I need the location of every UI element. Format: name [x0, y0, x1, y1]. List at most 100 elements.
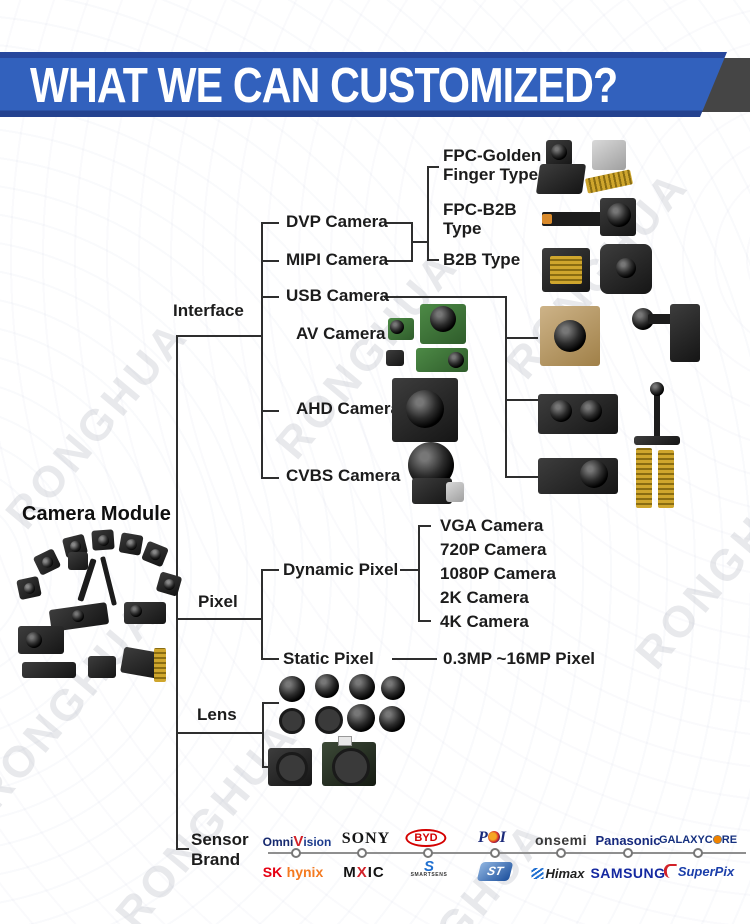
- base-shape: [634, 436, 680, 445]
- interface-item-dvp: DVP Camera: [286, 212, 388, 231]
- watermark-text: RONGHUA: [356, 811, 558, 924]
- pin-grid-shape: [550, 256, 582, 284]
- interface-item-av: AV Camera: [296, 324, 386, 343]
- tree-line: [418, 620, 431, 622]
- lens-circle: [650, 382, 664, 396]
- brand-text: IC: [367, 864, 385, 881]
- category-lens: Lens: [197, 705, 237, 724]
- camera-module-shape: [16, 575, 42, 601]
- tree-line: [418, 525, 431, 527]
- timeline-node: [693, 848, 703, 858]
- brand-text: SK: [262, 864, 283, 880]
- brand-text: ision: [303, 835, 332, 849]
- lens-circle: [279, 708, 305, 734]
- lens-circle: [72, 610, 84, 622]
- stand-shape: [654, 384, 660, 438]
- cvbs-camera-image: [396, 442, 472, 508]
- flex-cable-shape: [648, 314, 674, 324]
- lens-circle: [379, 706, 405, 732]
- timeline-node: [357, 848, 367, 858]
- camera-module-shape: [91, 529, 115, 551]
- tree-line: [261, 410, 279, 412]
- camera-module-shape: [118, 532, 144, 556]
- tree-line: [505, 399, 538, 401]
- camera-module-shape: [88, 656, 116, 678]
- lens-holder-image: [268, 736, 380, 790]
- brand-text: Himax: [545, 866, 585, 881]
- pixel-item-4k: 4K Camera: [440, 612, 529, 631]
- interface-item-cvbs: CVBS Camera: [286, 466, 401, 485]
- brand-arc-mark: [663, 864, 677, 878]
- banner: [0, 52, 727, 117]
- lens-circle: [448, 352, 464, 368]
- pixel-item-1080p: 1080P Camera: [440, 564, 556, 583]
- lens-circle: [347, 704, 375, 732]
- lens-circle: [130, 605, 142, 617]
- type-b2b: B2B Type: [443, 250, 521, 269]
- pixel-item-720p: 720P Camera: [440, 540, 547, 559]
- timeline-node: [423, 848, 433, 858]
- flex-arm-shape: [100, 556, 117, 606]
- lens-circle: [580, 460, 608, 488]
- brand-s-mark: S: [423, 858, 435, 875]
- tree-line: [386, 260, 413, 262]
- brand-text: P: [477, 829, 488, 846]
- flex-strip-shape: [658, 450, 674, 508]
- tree-line: [261, 477, 279, 479]
- tree-line: [400, 569, 419, 571]
- brand-sony: SONY: [341, 830, 391, 847]
- lens-circle: [607, 203, 631, 227]
- camera-module-shape: [22, 662, 76, 678]
- camera-module-shape: [670, 304, 700, 362]
- brand-sk-hynix: SK hynix: [263, 864, 323, 882]
- pixel-item-2k: 2K Camera: [440, 588, 529, 607]
- tree-line: [261, 569, 279, 571]
- camera-module-shape: [592, 140, 626, 170]
- tree-line: [427, 166, 429, 261]
- tree-line: [261, 658, 279, 660]
- lens-circle: [279, 676, 305, 702]
- brand-o-mark: [712, 835, 722, 844]
- usb-camera-image: [536, 300, 704, 372]
- brand-text: Omni: [262, 835, 294, 849]
- interface-item-ahd: AHD Camera: [296, 399, 400, 418]
- flex-strip-shape: [154, 648, 166, 682]
- tree-line: [427, 259, 439, 261]
- lens-circle: [580, 400, 602, 422]
- timeline-node: [490, 848, 500, 858]
- av-camera-image: [386, 304, 488, 376]
- tree-line: [427, 166, 439, 168]
- brand-superpix: SuperPix: [663, 864, 734, 879]
- brand-text: BYD: [405, 829, 447, 847]
- timeline-node: [623, 848, 633, 858]
- category-pixel: Pixel: [198, 592, 238, 611]
- category-sensor-brand: Sensor Brand: [191, 830, 249, 869]
- tree-line: [176, 732, 264, 734]
- lens-circle: [406, 390, 444, 428]
- pixel-item-vga: VGA Camera: [440, 516, 544, 535]
- tree-line: [384, 296, 507, 298]
- gold-finger-shape: [584, 169, 634, 194]
- brand-mxic: MXIC: [343, 864, 385, 881]
- cvbs-camera-boards-image: [538, 448, 678, 510]
- tree-line: [261, 222, 263, 479]
- ahd-camera-boards-image: [538, 382, 690, 448]
- brand-text: hynix: [286, 864, 324, 880]
- root-label: Camera Module: [22, 503, 171, 525]
- lens-circle: [390, 320, 404, 334]
- tree-line: [418, 525, 420, 622]
- brand-chevron-mark: [531, 868, 544, 879]
- lens-circle: [430, 306, 456, 332]
- lens-circle: [26, 632, 42, 648]
- lens-circle: [632, 308, 654, 330]
- camera-module-shape: [141, 540, 169, 568]
- tree-line: [411, 241, 429, 243]
- brand-samsung: SAMSUNG: [590, 865, 666, 881]
- tree-line: [386, 222, 413, 224]
- brand-text: RE: [721, 834, 738, 846]
- brand-omnivision: OmniVision: [263, 833, 332, 850]
- lens-circle: [551, 144, 567, 160]
